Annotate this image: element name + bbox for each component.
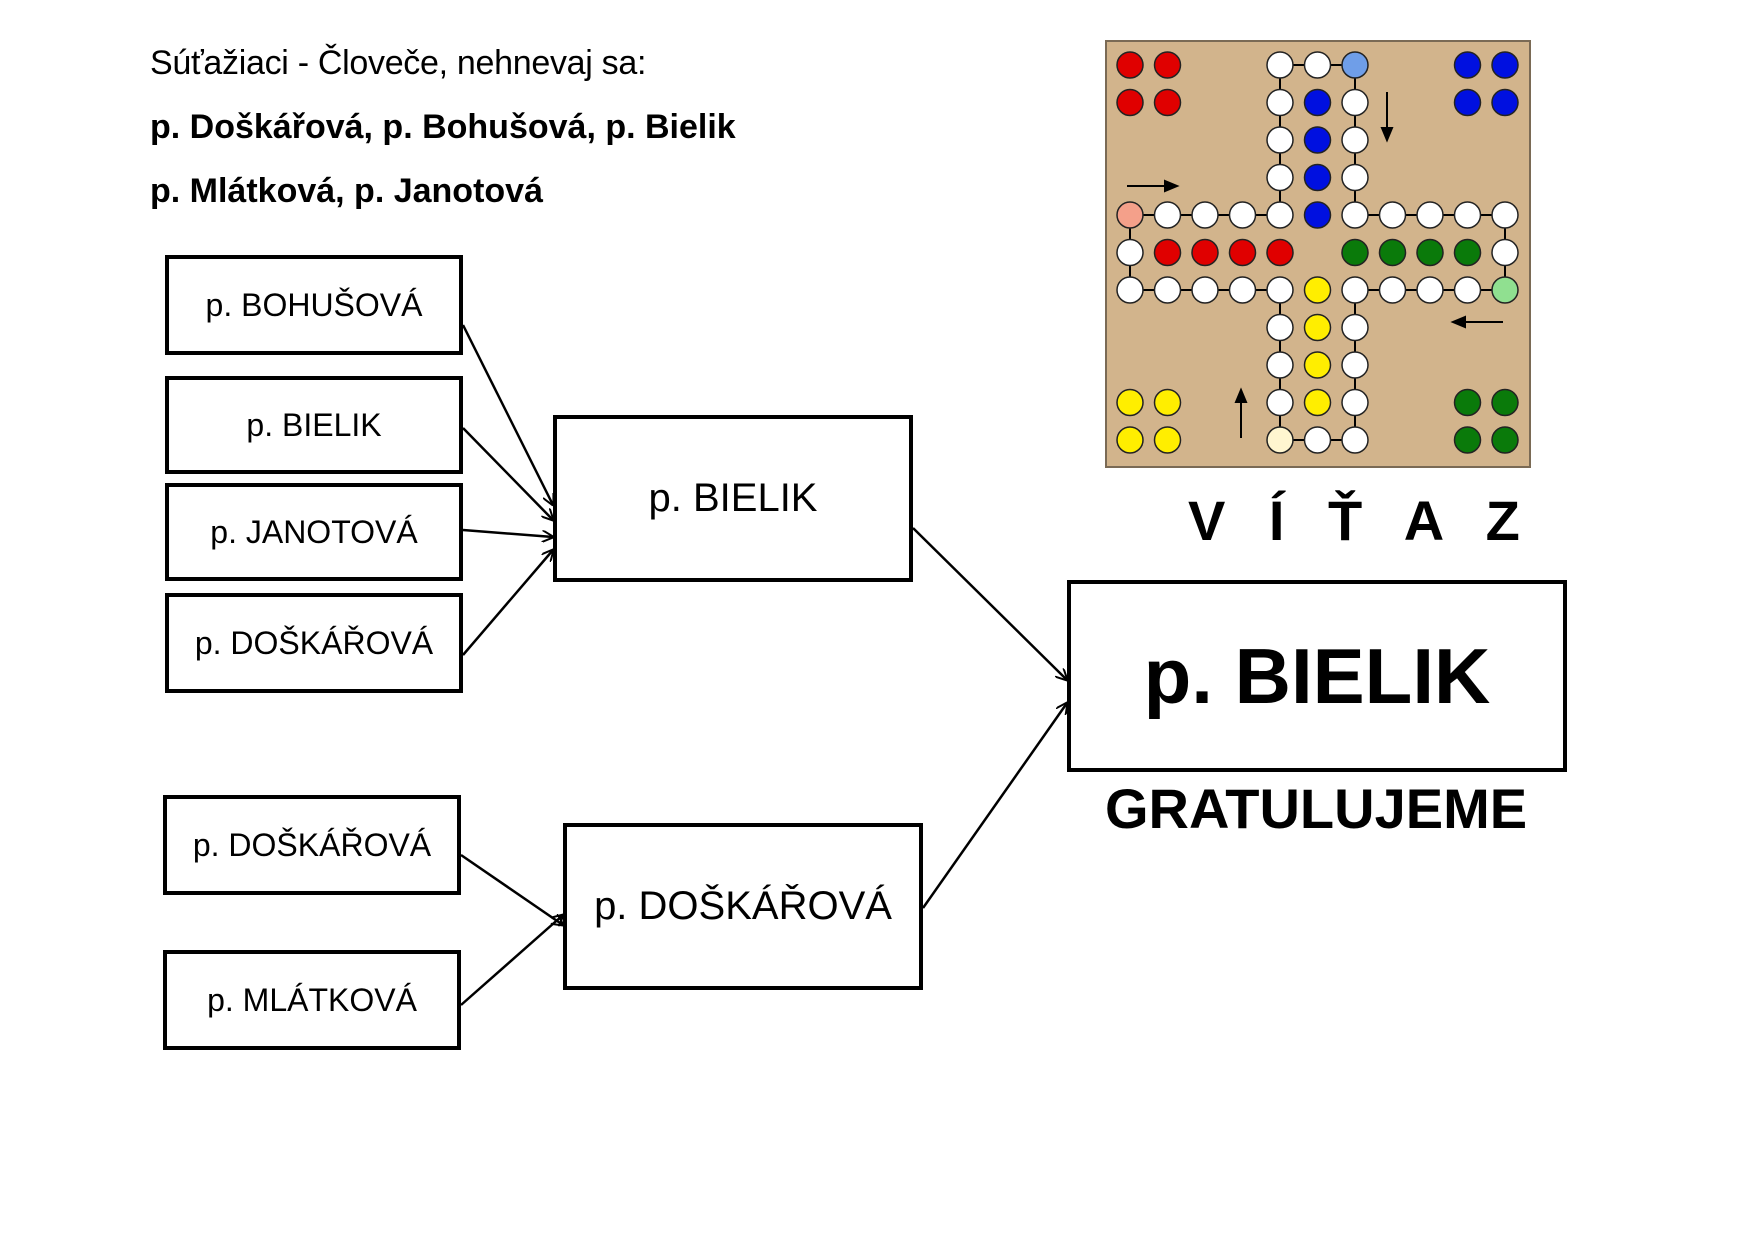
winner-box: p. BIELIK (1067, 580, 1567, 772)
participants-line-2: p. Mlátková, p. Janotová (150, 172, 543, 210)
board-track-field (1416, 201, 1444, 229)
board-track-field (1266, 163, 1294, 192)
board-track-field (1303, 51, 1332, 79)
board-track-field (1491, 201, 1519, 229)
board-track-field (1303, 426, 1332, 454)
board-start-field-red (1153, 88, 1182, 117)
connector-mlatkova (460, 915, 563, 1006)
board-start-field-blue (1453, 51, 1482, 79)
board-track-field (1378, 276, 1407, 304)
board-start-field-green (1491, 388, 1519, 417)
board-start-field-green (1491, 426, 1519, 454)
board-start-field-blue (1491, 88, 1519, 117)
board-start-field-yellow (1116, 388, 1144, 417)
bracket-entry-bohusova: p. BOHUŠOVÁ (165, 255, 463, 355)
bracket-entry-janotova: p. JANOTOVÁ (165, 483, 463, 581)
board-track-field (1453, 276, 1482, 304)
bracket-entry-doskarova-2: p. DOŠKÁŘOVÁ (163, 795, 461, 895)
bracket-entry-doskarova-1: p. DOŠKÁŘOVÁ (165, 593, 463, 693)
board-track-field (1191, 201, 1219, 229)
board-track-field (1116, 238, 1144, 267)
connector-semifinal1 (912, 527, 1067, 680)
participants-line-1: p. Doškářová, p. Bohušová, p. Bielik (150, 108, 736, 146)
board-home-field-red (1266, 238, 1294, 267)
ludo-board-illustration (1105, 40, 1531, 468)
bracket-entry-bielik: p. BIELIK (165, 376, 463, 474)
connector-semifinal2 (921, 703, 1067, 909)
board-home-field-yellow (1303, 388, 1332, 417)
board-track-field (1266, 51, 1294, 79)
board-track-field (1341, 88, 1369, 117)
connector-janotova (462, 528, 553, 537)
board-start-field-green (1453, 426, 1482, 454)
board-home-field-green (1453, 238, 1482, 267)
connector-bielik-r1 (462, 427, 553, 520)
board-track-field (1341, 126, 1369, 154)
board-home-field-yellow (1303, 276, 1332, 304)
board-track-field (1341, 163, 1369, 192)
board-track-field (1266, 351, 1294, 379)
winner-heading: V Í Ť A Z (1188, 489, 1534, 552)
connector-doskarova-r1a (462, 550, 553, 656)
board-track-field (1341, 51, 1369, 79)
board-start-field-blue (1491, 51, 1519, 79)
board-start-field-yellow (1153, 426, 1182, 454)
board-track-field (1341, 351, 1369, 379)
semifinal-box-2: p. DOŠKÁŘOVÁ (563, 823, 923, 990)
board-track-field (1341, 313, 1369, 342)
board-home-field-green (1416, 238, 1444, 267)
board-track-field (1341, 201, 1369, 229)
board-home-field-blue (1303, 201, 1332, 229)
board-home-field-blue (1303, 126, 1332, 154)
board-start-field-blue (1453, 88, 1482, 117)
board-home-field-red (1191, 238, 1219, 267)
board-track-field (1228, 276, 1257, 304)
board-track-field (1341, 388, 1369, 417)
board-track-field (1266, 201, 1294, 229)
header-title: Súťažiaci - Človeče, nehnevaj sa: (150, 44, 647, 82)
board-track-field (1266, 388, 1294, 417)
board-start-field-red (1116, 88, 1144, 117)
board-track-field (1491, 276, 1519, 304)
board-track-field (1191, 276, 1219, 304)
connector-doskarova-r1b (460, 853, 563, 925)
board-start-field-red (1116, 51, 1144, 79)
board-start-field-green (1453, 388, 1482, 417)
board-home-field-green (1341, 238, 1369, 267)
board-track-field (1341, 276, 1369, 304)
board-home-field-blue (1303, 163, 1332, 192)
board-start-field-yellow (1153, 388, 1182, 417)
bracket-entry-mlatkova: p. MLÁTKOVÁ (163, 950, 461, 1050)
board-home-field-yellow (1303, 351, 1332, 379)
board-track-field (1453, 201, 1482, 229)
board-home-field-green (1378, 238, 1407, 267)
board-track-field (1116, 276, 1144, 304)
congrats-text: GRATULUJEME (1105, 777, 1528, 840)
board-track-field (1266, 276, 1294, 304)
connector-bohusova (461, 324, 553, 505)
board-track-field (1266, 426, 1294, 454)
board-start-field-yellow (1116, 426, 1144, 454)
board-home-field-blue (1303, 88, 1332, 117)
board-track-field (1341, 426, 1369, 454)
board-track-field (1266, 126, 1294, 154)
board-track-field (1228, 201, 1257, 229)
board-track-field (1153, 201, 1182, 229)
board-track-field (1416, 276, 1444, 304)
board-track-field (1153, 276, 1182, 304)
board-start-field-red (1153, 51, 1182, 79)
board-home-field-red (1153, 238, 1182, 267)
board-track-field (1266, 313, 1294, 342)
board-home-field-yellow (1303, 313, 1332, 342)
board-track-field (1491, 238, 1519, 267)
board-track-field (1378, 201, 1407, 229)
semifinal-box-1: p. BIELIK (553, 415, 913, 582)
board-track-field (1116, 201, 1144, 229)
board-home-field-red (1228, 238, 1257, 267)
board-track-field (1266, 88, 1294, 117)
